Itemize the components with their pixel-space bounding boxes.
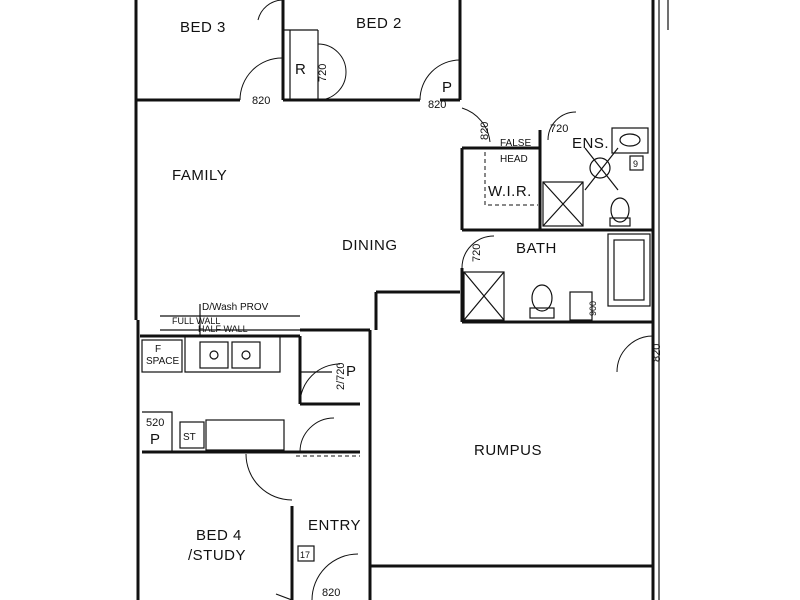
sink-drain-right <box>241 350 251 360</box>
room-label-wir: W.I.R. <box>488 183 532 200</box>
ens-door-swing <box>547 111 577 141</box>
label-false-line1: FALSE <box>500 138 531 149</box>
dim-2-720: 2/720 <box>335 362 347 390</box>
label-full-wall: FULL WALL <box>172 316 220 326</box>
bath-toilet-bowl <box>531 284 553 312</box>
rumpus-door-swing-right <box>616 335 654 373</box>
bath-walls <box>460 233 653 324</box>
dim-820-bath-top: 820 <box>479 122 491 140</box>
entry-door-swing <box>311 553 359 600</box>
hall-door-swing <box>461 107 491 143</box>
entry-box-17 <box>297 545 315 562</box>
ens-basin <box>611 127 649 154</box>
sink-left <box>199 341 229 369</box>
lower-pantry-door <box>299 417 335 453</box>
sink-drain-left <box>209 350 219 360</box>
bath-toilet-cistern <box>529 307 555 319</box>
label-f-space-line2: SPACE <box>146 356 179 367</box>
room-label-ens: ENS. <box>572 135 609 152</box>
bed2-door-swing <box>419 59 461 101</box>
bath-shower <box>463 271 505 321</box>
ens-crossed-area <box>584 147 619 191</box>
dim-720-ens: 720 <box>550 123 568 135</box>
bed4-entry <box>245 453 359 600</box>
ens-toilet-bowl <box>610 197 630 223</box>
label-pantry-upper: P <box>346 363 357 380</box>
bed3-top-door <box>257 0 283 21</box>
label-pantry-lower: P <box>150 431 161 448</box>
bed3-door-swing <box>239 57 283 101</box>
robe-door-swing <box>317 43 347 101</box>
bedroom-doors <box>239 0 491 143</box>
kitchen-bench-front <box>184 336 281 373</box>
dim-520: 520 <box>146 417 164 429</box>
ensuite-walls <box>460 111 653 232</box>
label-half-wall: HALF WALL <box>198 324 248 334</box>
dim-820-bed2: 820 <box>428 99 446 111</box>
room-label-bed4-line1: BED 4 <box>196 527 242 544</box>
room-label-dining: DINING <box>342 237 398 254</box>
label-robe: R <box>295 61 306 78</box>
bath-vanity <box>569 291 593 321</box>
bath-door-swing <box>461 235 495 269</box>
fridge-space <box>141 339 183 373</box>
entry-step <box>275 593 293 600</box>
bath-shower-x <box>463 271 505 321</box>
label-hall-r: P <box>442 79 453 96</box>
ens-shower-x1 <box>542 181 584 227</box>
bed4-door-swing <box>245 453 293 501</box>
sink-right <box>231 341 261 369</box>
room-label-rumpus: RUMPUS <box>474 442 542 459</box>
ens-crossed-circle <box>589 157 611 179</box>
stove-box <box>179 421 205 449</box>
bath-tub-inner <box>613 239 645 301</box>
room-label-bath: BATH <box>516 240 557 257</box>
room-label-bed2: BED 2 <box>356 15 402 32</box>
room-label-bed4-line2: /STUDY <box>188 547 246 564</box>
ens-box-9 <box>629 155 644 171</box>
label-dwash: D/Wash PROV <box>202 302 269 313</box>
dim-820-bed3: 820 <box>252 95 270 107</box>
label-false-line2: HEAD <box>500 154 528 165</box>
ens-shower <box>542 181 584 227</box>
dim-820-entry: 820 <box>322 587 340 599</box>
label-st: ST <box>183 432 196 443</box>
bath-tub <box>607 233 651 307</box>
room-label-entry: ENTRY <box>308 517 361 534</box>
dim-720-bath: 720 <box>471 244 483 262</box>
label-17: 17 <box>300 550 310 560</box>
label-900: 900 <box>588 301 598 316</box>
dim-820-right: 820 <box>651 344 663 362</box>
pantry-door-swing <box>299 363 341 405</box>
room-label-family: FAMILY <box>172 167 227 184</box>
label-9: 9 <box>633 159 638 169</box>
bedroom-walls <box>136 0 462 102</box>
kitchen <box>140 304 360 457</box>
room-label-bed3: BED 3 <box>180 19 226 36</box>
ens-toilet-cistern <box>609 217 631 227</box>
ens-basin-bowl <box>619 133 641 147</box>
bench-lower <box>205 419 285 451</box>
false-head-dashed <box>484 152 538 206</box>
rumpus-walls <box>300 290 654 600</box>
label-f-space-line1: F <box>155 344 161 355</box>
pantry-box <box>142 411 173 452</box>
dim-720-robe: 720 <box>317 64 329 82</box>
exterior-walls <box>134 0 669 600</box>
